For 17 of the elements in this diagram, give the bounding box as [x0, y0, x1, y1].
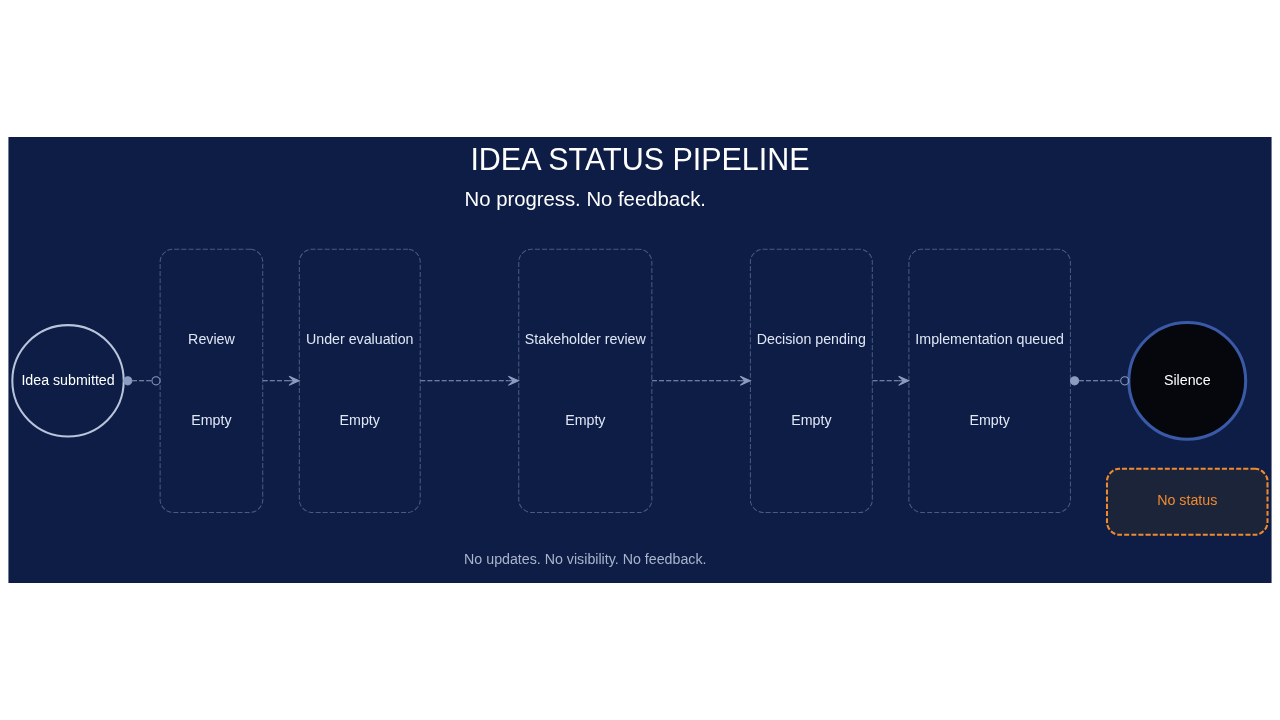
node-circle: Silence	[1127, 320, 1248, 441]
node-box: Under evaluation Empty	[298, 248, 421, 513]
label: No updates. No visibility. No feedback.	[464, 551, 707, 568]
node-box: Review Empty	[159, 248, 264, 513]
connector	[1070, 376, 1130, 386]
node-box: Stakeholder review Empty	[518, 248, 653, 513]
arrow	[651, 375, 751, 386]
node-box: Decision pending Empty	[749, 248, 873, 513]
node-box: Implementation queued Empty	[908, 248, 1071, 513]
arrow	[262, 375, 300, 386]
connector	[123, 376, 161, 386]
arrow	[419, 375, 520, 386]
arrow	[872, 375, 910, 386]
node-box: No status	[1105, 467, 1269, 536]
node-circle: Idea submitted	[11, 324, 125, 438]
label: No progress. No feedback.	[464, 188, 707, 211]
diagram-title: IDEA STATUS PIPELINE	[470, 141, 810, 176]
